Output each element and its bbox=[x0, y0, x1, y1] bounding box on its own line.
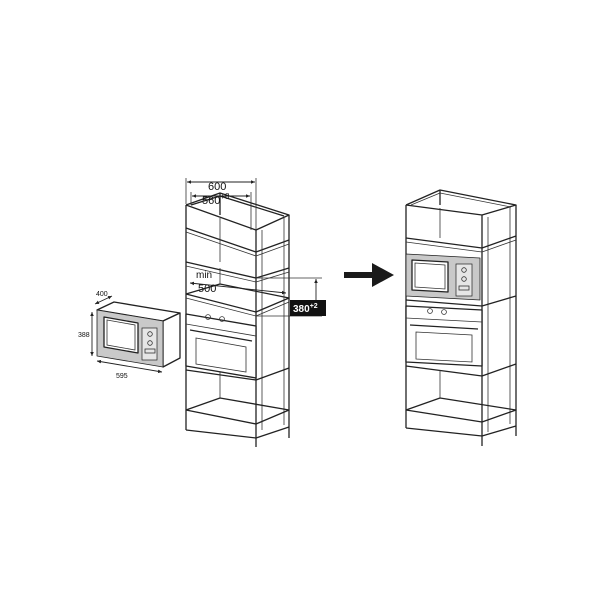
niche-height-dimension: 380+2 bbox=[256, 277, 326, 317]
cabinet-width-dimension: 600 bbox=[185, 178, 257, 230]
niche-height-tolerance: +2 bbox=[310, 303, 318, 310]
niche-width-dimension: 560+8 bbox=[190, 192, 252, 230]
min-depth-label: 500 bbox=[198, 283, 216, 295]
niche-width-label: 560+8 bbox=[202, 192, 230, 207]
appliance-width-label: 595 bbox=[116, 373, 128, 380]
appliance-height-dimension: 388 bbox=[78, 312, 94, 356]
oven-right bbox=[405, 305, 483, 367]
microwave-installed bbox=[405, 253, 481, 301]
min-depth-caption: min bbox=[196, 270, 212, 281]
appliance-depth-dimension: 400 bbox=[94, 291, 113, 305]
niche-height-value: 380 bbox=[293, 304, 310, 315]
oven-left bbox=[185, 313, 257, 379]
cabinet-left bbox=[185, 192, 290, 447]
microwave-appliance bbox=[96, 301, 181, 368]
niche-width-value: 560 bbox=[202, 195, 220, 207]
cabinet-right bbox=[405, 189, 517, 446]
min-depth-dimension: min 500 bbox=[189, 270, 287, 295]
niche-height-label: 380+2 bbox=[293, 303, 318, 315]
cabinet-width-label: 600 bbox=[208, 181, 226, 193]
appliance-width-dimension: 595 bbox=[96, 359, 163, 380]
appliance-depth-label: 400 bbox=[96, 291, 108, 298]
right-arrow-icon bbox=[344, 263, 394, 287]
appliance-height-label: 388 bbox=[78, 332, 90, 339]
niche-width-tolerance: +8 bbox=[220, 192, 230, 201]
niche-height-badge bbox=[290, 300, 326, 316]
